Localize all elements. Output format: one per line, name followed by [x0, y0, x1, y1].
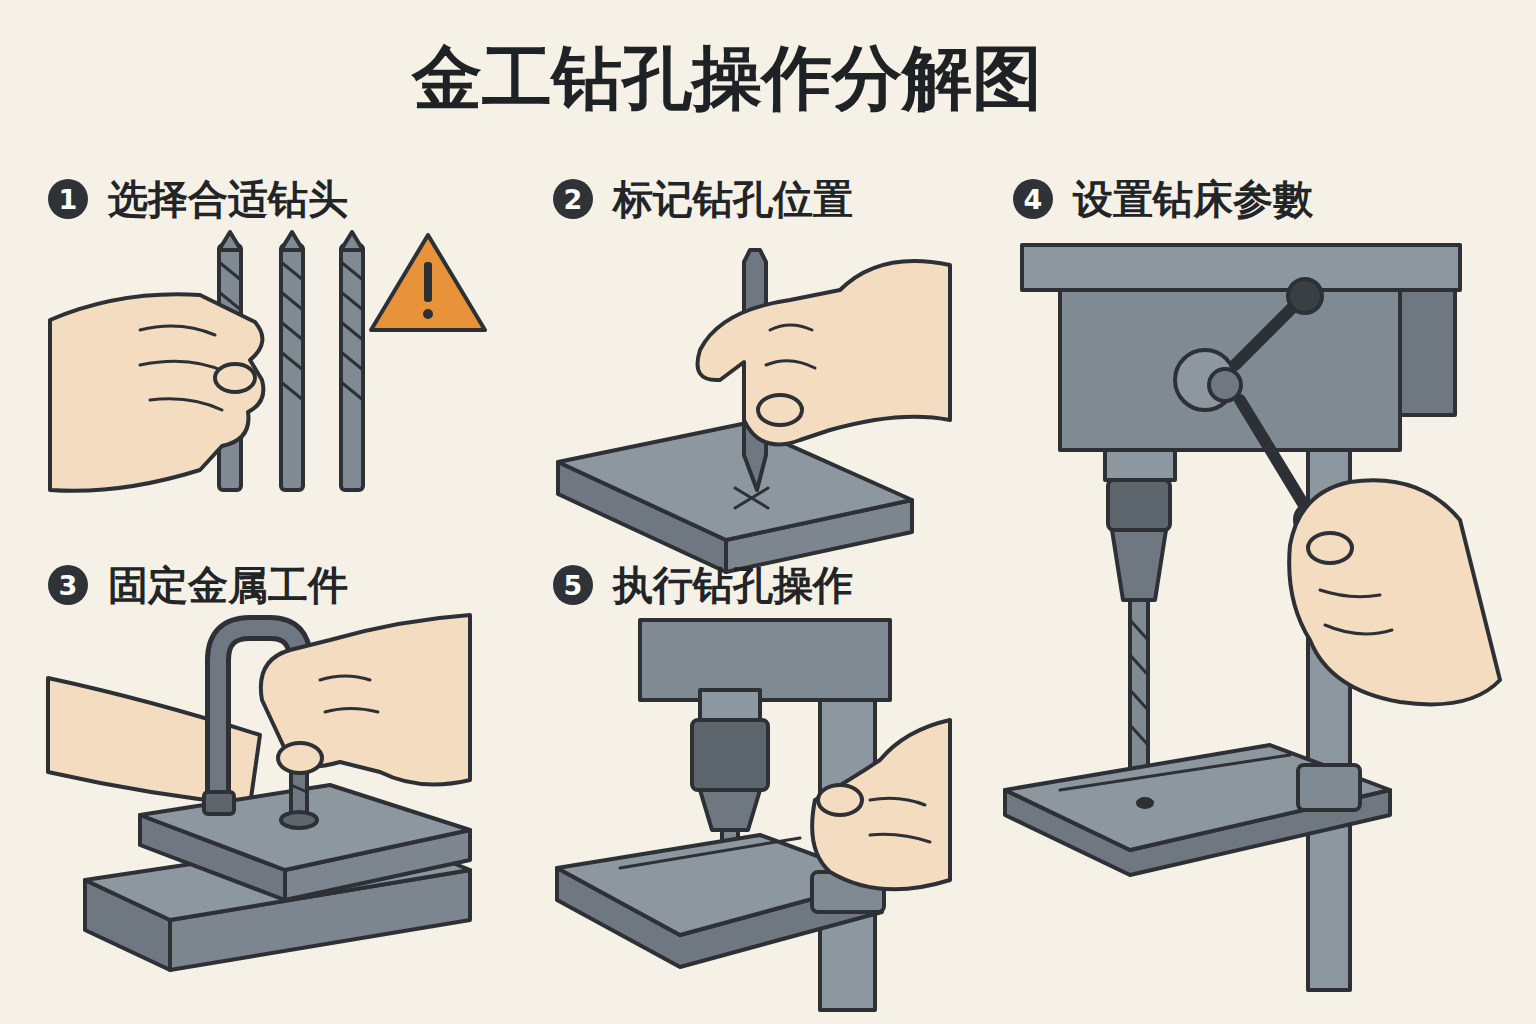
hand-part — [812, 720, 950, 889]
step-title: 固定金属工件 — [108, 563, 348, 607]
hand-part — [698, 261, 951, 445]
hand-part — [766, 325, 815, 368]
feed-lever — [1175, 279, 1329, 537]
step-title: 标记钻孔位置 — [613, 177, 853, 221]
step-heading: 1 选择合适钻头 — [48, 177, 348, 221]
drill-bits-part-part — [281, 232, 303, 250]
hand-part — [261, 615, 470, 785]
workpiece-plate — [558, 424, 912, 572]
hand-part — [50, 294, 263, 491]
drill-press-part — [700, 690, 760, 720]
drill-press-part — [1130, 600, 1148, 770]
diagram-title: 金工钻孔操作分解图 — [0, 36, 1454, 120]
workpiece-plate-part — [558, 424, 912, 540]
step-number: 5 — [553, 565, 593, 605]
drill-press-part — [1138, 799, 1152, 807]
hand-part — [140, 326, 225, 410]
hand-part — [758, 395, 802, 425]
drill-press-part — [1105, 450, 1175, 480]
drill-press-part — [1298, 765, 1360, 810]
hand-part — [870, 798, 930, 842]
drill-bits-part-part — [281, 245, 303, 490]
drill-press-part — [1400, 290, 1455, 415]
hand-part — [1289, 480, 1500, 704]
drill-press-part — [1108, 480, 1170, 530]
step-heading: 5 执行钻孔操作 — [553, 563, 853, 607]
hand — [812, 720, 950, 889]
drill-press-part — [620, 838, 800, 868]
vise-and-workpiece — [85, 785, 470, 970]
step-number: 1 — [48, 179, 88, 219]
drill-press — [557, 620, 890, 1010]
hand-part — [278, 743, 322, 773]
drill-bits-part-part — [219, 232, 241, 250]
step-number: 2 — [553, 179, 593, 219]
feed-lever-part — [1288, 279, 1322, 313]
hand-part — [215, 364, 255, 392]
feed-lever-part — [1240, 400, 1310, 515]
drill-bits-part-part — [341, 232, 363, 250]
step-heading: 3 固定金属工件 — [48, 563, 348, 607]
drill-press-part — [1130, 620, 1148, 745]
drill-bits-part — [341, 232, 363, 490]
warning-sign-part — [424, 262, 432, 302]
warning-sign-part — [371, 235, 485, 330]
drill-bits-part-part — [281, 262, 303, 400]
hand — [698, 261, 951, 445]
hand — [1289, 480, 1500, 704]
drill-press-part — [1112, 530, 1166, 600]
feed-lever-part — [1235, 300, 1300, 365]
workpiece-plate-part — [735, 488, 768, 508]
c-clamp-part — [281, 812, 317, 828]
hand-part — [320, 676, 378, 712]
step-number: 3 — [48, 565, 88, 605]
hand — [50, 294, 263, 491]
warning-sign — [371, 235, 485, 330]
drill-bits-part-part — [341, 245, 363, 490]
drill-press-part — [1022, 245, 1460, 290]
drill-bits-part — [281, 232, 303, 490]
step-heading: 2 标记钻孔位置 — [553, 177, 853, 221]
hand-part — [1320, 590, 1392, 634]
step-heading: 4 设置钻床参數 — [1013, 177, 1313, 221]
drill-press-part — [692, 720, 768, 790]
c-clamp-part — [204, 792, 234, 814]
drill-press-part — [1060, 290, 1400, 450]
drill-press-part — [1060, 755, 1290, 790]
drill-press-part — [640, 620, 890, 700]
hand — [261, 615, 470, 785]
drill-bits-part-part — [341, 262, 363, 400]
step-title: 执行钻孔操作 — [613, 563, 853, 607]
drill-press-part — [1005, 745, 1390, 850]
hand-part — [818, 785, 862, 815]
step-title: 设置钻床参數 — [1073, 177, 1313, 221]
step-title: 选择合适钻头 — [108, 177, 348, 221]
hand-part — [1308, 533, 1352, 563]
drill-press-part — [700, 790, 760, 830]
warning-sign-part — [423, 309, 433, 319]
step-number: 4 — [1013, 179, 1053, 219]
